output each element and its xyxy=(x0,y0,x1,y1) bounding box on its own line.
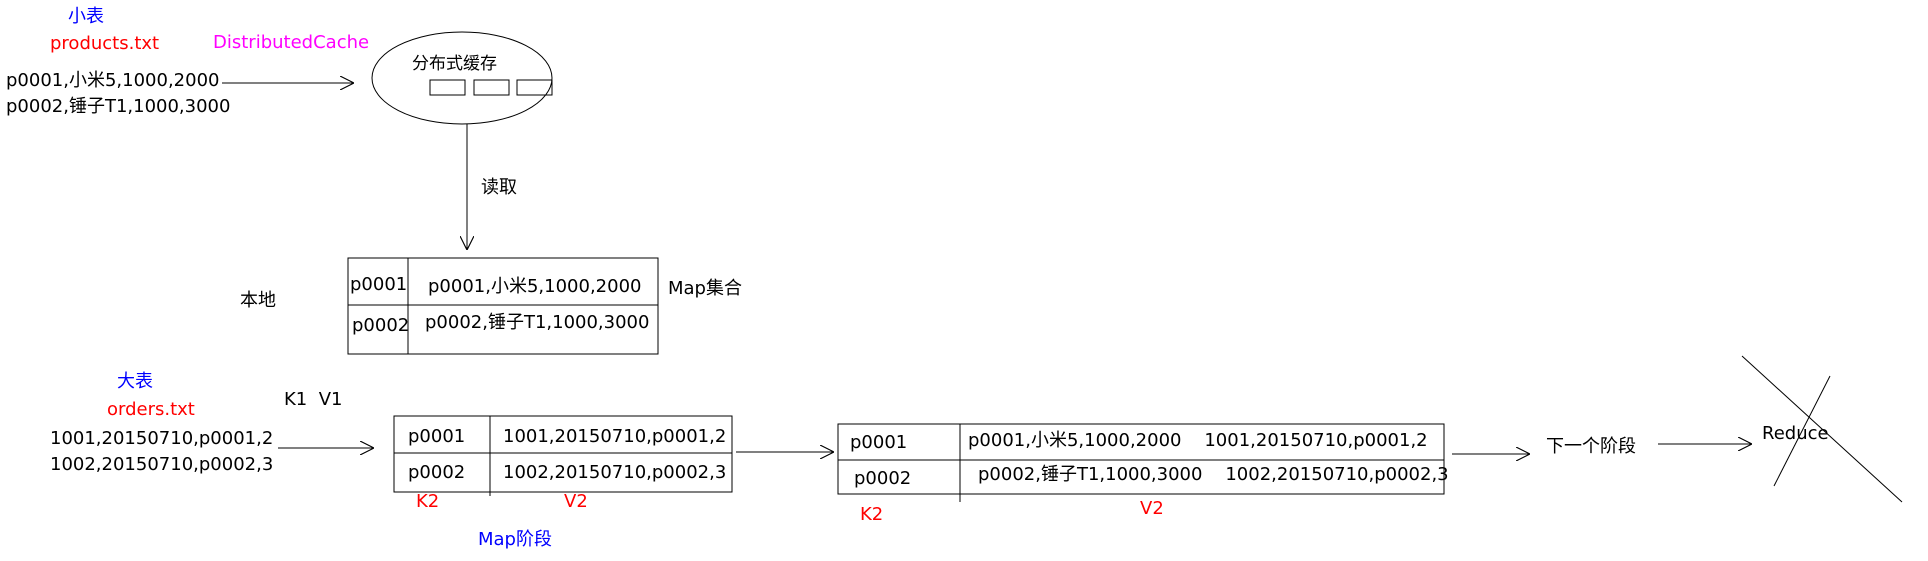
big-table-row-2: 1002,20150710,p0002,3 xyxy=(50,454,274,475)
map-output-v2-label: V2 xyxy=(564,491,588,512)
read-label: 读取 xyxy=(481,177,517,198)
big-table-label: 大表 xyxy=(117,371,153,392)
map-set-key-1: p0001 xyxy=(350,274,408,295)
map-phase-label: Map阶段 xyxy=(478,529,552,550)
map-set-value-1: p0001,小米5,1000,2000 xyxy=(428,276,642,296)
joined-k2-label: K2 xyxy=(860,504,884,525)
big-table-row-1: 1001,20150710,p0001,2 xyxy=(50,428,274,449)
map-output-key-1: p0001 xyxy=(408,426,466,447)
small-table-label: 小表 xyxy=(68,6,104,27)
joined-key-1: p0001 xyxy=(850,432,908,453)
small-table-file: products.txt xyxy=(50,33,160,54)
map-output-value-2: 1002,20150710,p0002,3 xyxy=(503,462,727,483)
cache-ellipse xyxy=(371,31,553,125)
next-stage-label: 下一个阶段 xyxy=(1546,436,1636,457)
reduce-strike-2 xyxy=(1773,375,1831,487)
cache-slot-1 xyxy=(429,79,466,96)
k1-v1-label: K1 V1 xyxy=(284,389,343,410)
map-set-key-2: p0002 xyxy=(352,315,410,336)
local-label: 本地 xyxy=(240,290,276,311)
joined-table xyxy=(837,423,1445,495)
small-table-row-2: p0002,锤子T1,1000,3000 xyxy=(6,96,231,117)
cache-slot-2 xyxy=(473,79,510,96)
cache-slot-3 xyxy=(516,79,553,96)
map-set-table xyxy=(347,257,659,355)
reduce-strike-1 xyxy=(1741,355,1903,503)
reduce-label: Reduce xyxy=(1762,423,1829,444)
map-set-value-2: p0002,锤子T1,1000,3000 xyxy=(425,312,650,333)
cache-title: 分布式缓存 xyxy=(412,54,497,74)
joined-value-1: p0001,小米5,1000,2000 1001,20150710,p0001,… xyxy=(968,430,1428,451)
map-output-k2-label: K2 xyxy=(416,491,440,512)
map-output-table xyxy=(393,415,733,493)
joined-key-2: p0002 xyxy=(854,468,912,489)
big-table-file: orders.txt xyxy=(107,399,195,420)
map-set-label: Map集合 xyxy=(668,278,742,299)
map-output-value-1: 1001,20150710,p0001,2 xyxy=(503,426,727,447)
map-output-key-2: p0002 xyxy=(408,462,466,483)
joined-value-2: p0002,锤子T1,1000,3000 1002,20150710,p0002… xyxy=(978,464,1449,485)
small-table-row-1: p0001,小米5,1000,2000 xyxy=(6,70,220,91)
joined-v2-label: V2 xyxy=(1140,498,1164,519)
distributed-cache-label: DistributedCache xyxy=(213,32,370,53)
